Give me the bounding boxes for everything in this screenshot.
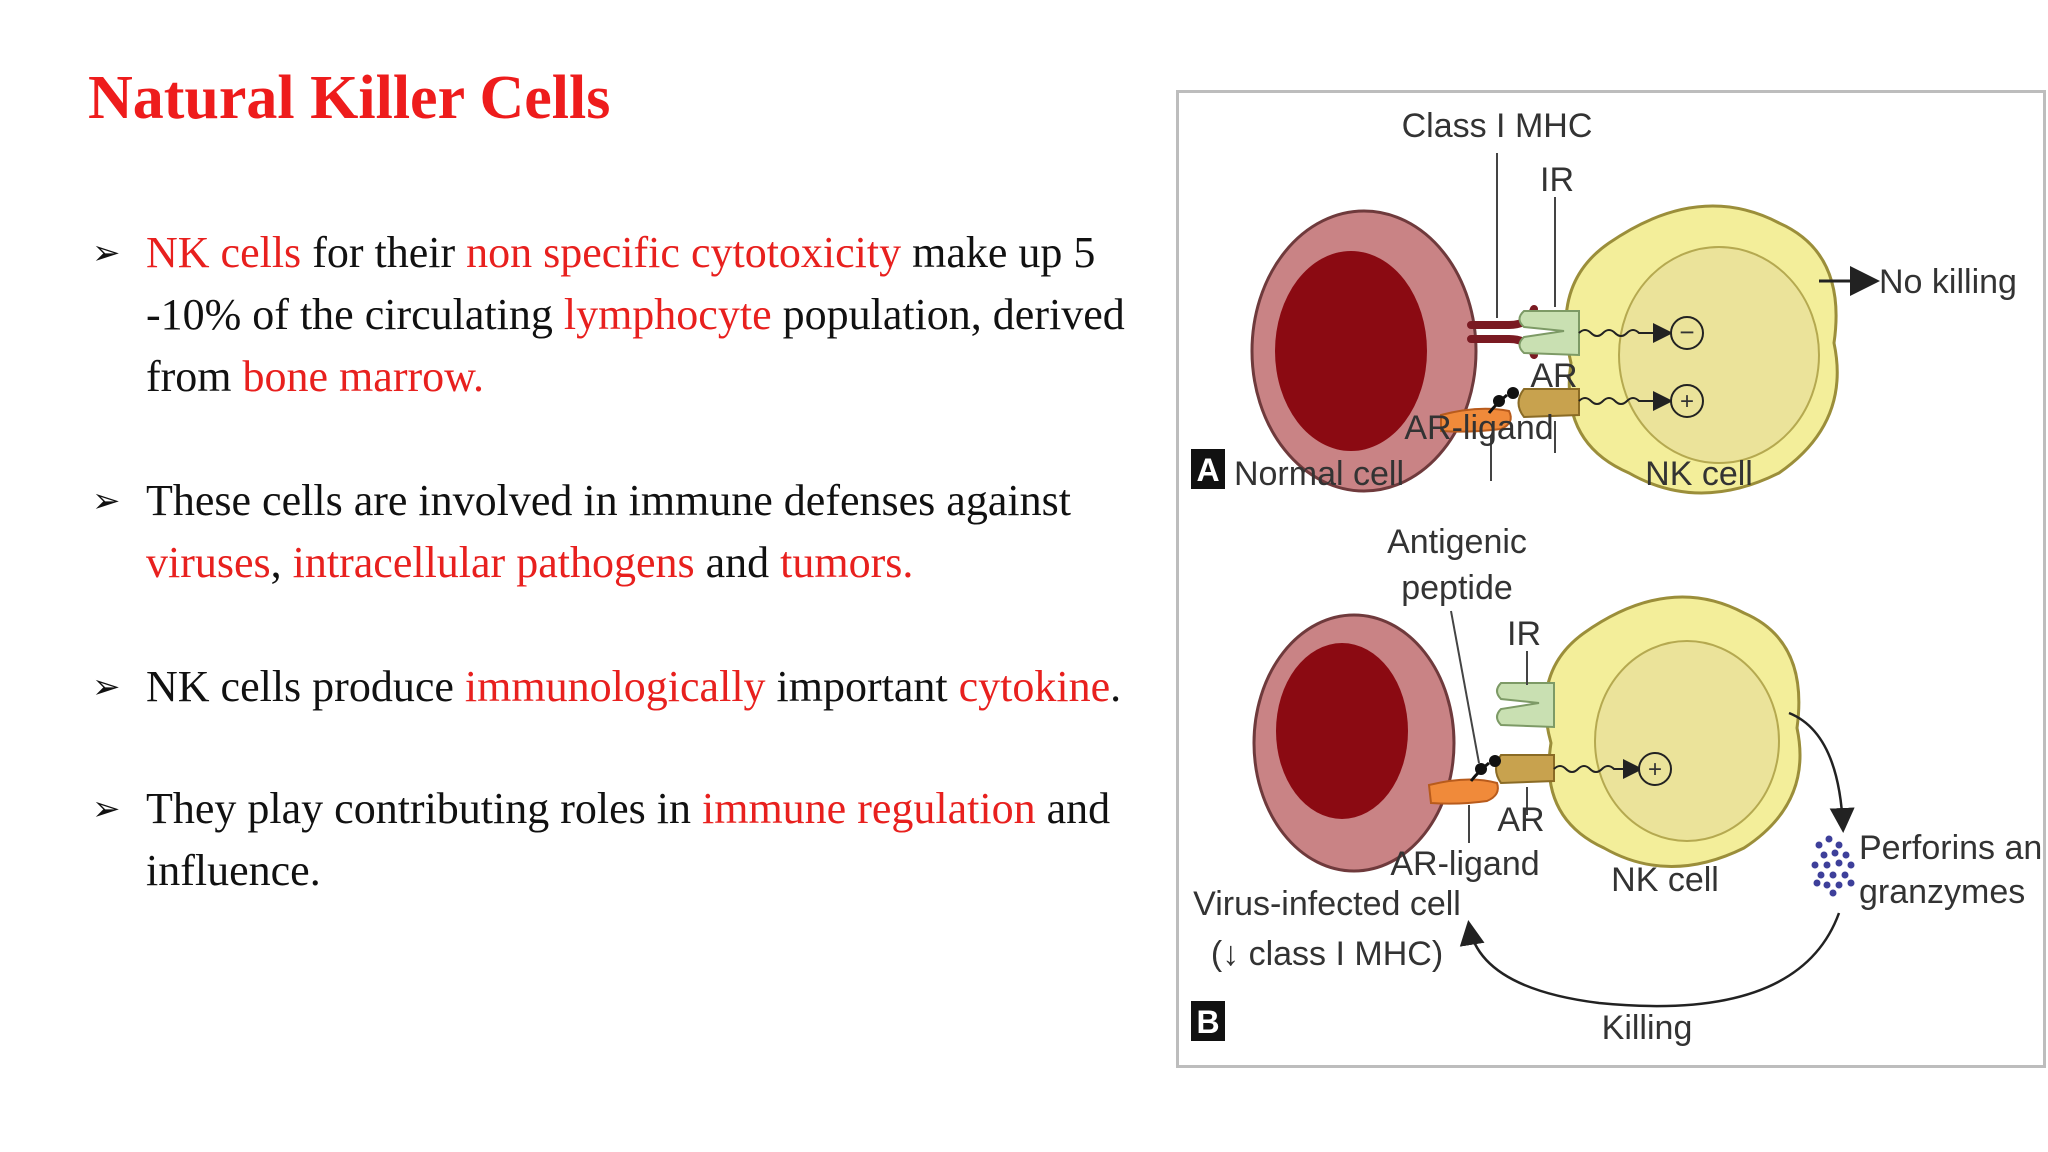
activating-signal bbox=[1578, 391, 1673, 411]
plus-circle-icon bbox=[1638, 752, 1672, 786]
ir-receptor bbox=[1518, 310, 1580, 357]
ar-receptor-b bbox=[1495, 754, 1555, 785]
highlighted-term: immune regulation bbox=[702, 784, 1036, 833]
nk-cell-nucleus bbox=[1618, 246, 1820, 464]
bullet-segment: make up 5 -10% of the circulating bbox=[146, 228, 1096, 339]
highlighted-term: NK cells bbox=[146, 228, 302, 277]
bullet-item: ➢ They play contributing roles in immune… bbox=[92, 778, 1172, 902]
ir-label: IR bbox=[1540, 161, 1574, 199]
bullet-item: ➢ These cells are involved in immune def… bbox=[92, 470, 1172, 594]
panel-a-badge bbox=[1191, 449, 1225, 489]
normal-cell-nucleus bbox=[1275, 251, 1427, 451]
bullet-arrow-icon: ➢ bbox=[92, 481, 121, 521]
bullet-segment: population, derived from bbox=[146, 290, 1125, 401]
bullet-text: NK cells for their non specific cytotoxi… bbox=[146, 228, 1125, 401]
plus-sign-b: + bbox=[1648, 756, 1662, 783]
highlighted-term: lymphocyte bbox=[563, 290, 772, 339]
bullet-segment: and bbox=[694, 538, 781, 587]
bullet-segment: . bbox=[1110, 662, 1122, 711]
highlighted-term: viruses bbox=[146, 538, 271, 587]
panel-b-badge bbox=[1191, 1001, 1225, 1041]
bullet-segment: NK cells produce bbox=[146, 662, 465, 711]
panel-b-letter: B bbox=[1196, 1004, 1219, 1040]
virus-infected-label-2: (↓ class I MHC) bbox=[1211, 935, 1443, 973]
killing-arrow-icon bbox=[1459, 912, 1841, 1008]
panel-a-letter: A bbox=[1196, 452, 1219, 488]
antigenic-label-1: Antigenic bbox=[1387, 523, 1527, 561]
bullet-arrow-icon: ➢ bbox=[92, 667, 121, 707]
highlighted-term: immunologically bbox=[464, 662, 766, 711]
bullet-segment: , bbox=[270, 538, 293, 587]
virus-infected-label-1: Virus-infected cell bbox=[1193, 885, 1461, 923]
activating-signal-b bbox=[1553, 759, 1643, 779]
ar-receptor bbox=[1517, 388, 1580, 419]
bullet-text: They play contributing roles in immune r… bbox=[146, 784, 1110, 895]
class-i-mhc-label: Class I MHC bbox=[1402, 107, 1593, 145]
bullet-text: NK cells produce immunologically importa… bbox=[146, 662, 1121, 711]
nk-cell-nucleus-b bbox=[1594, 640, 1780, 842]
ar-label: AR bbox=[1530, 357, 1577, 395]
highlighted-term: bone marrow. bbox=[242, 352, 485, 401]
inhibitory-signal bbox=[1578, 323, 1673, 343]
bullet-text: These cells are involved in immune defen… bbox=[146, 476, 1071, 587]
granules-icon bbox=[1811, 835, 1855, 897]
bullet-segment: important bbox=[765, 662, 959, 711]
no-killing-label: No killing bbox=[1879, 263, 2017, 301]
bullet-item: ➢ NK cells for their non specific cytoto… bbox=[92, 222, 1172, 408]
release-arrow-icon bbox=[1788, 711, 1855, 833]
ligand-bead bbox=[1489, 755, 1501, 767]
virus-infected-cell-nucleus bbox=[1276, 643, 1408, 819]
perforins-label-1: Perforins and bbox=[1859, 829, 2043, 867]
bullet-list: ➢ NK cells for their non specific cytoto… bbox=[92, 222, 1172, 964]
highlighted-term: cytokine bbox=[958, 662, 1111, 711]
bullet-arrow-icon: ➢ bbox=[92, 789, 121, 829]
ar-ligand-b bbox=[1427, 778, 1499, 805]
ligand-bead bbox=[1507, 387, 1519, 399]
ar-label-b: AR bbox=[1497, 801, 1544, 839]
panel-b: + Antigenic peptide IR AR bbox=[1191, 523, 2043, 1047]
ar-ligand bbox=[1440, 407, 1512, 433]
killing-label: Killing bbox=[1602, 1009, 1693, 1047]
antigenic-label-2: peptide bbox=[1401, 569, 1513, 607]
minus-circle-icon bbox=[1670, 316, 1704, 350]
minus-sign: − bbox=[1679, 317, 1694, 347]
highlighted-term: intracellular pathogens bbox=[292, 538, 695, 587]
bullet-item: ➢ NK cells produce immunologically impor… bbox=[92, 656, 1172, 718]
perforins-label-2: granzymes bbox=[1859, 873, 2025, 911]
nk-cell-mechanism-figure: − + Class I MHC IR No killing AR AR-liga… bbox=[1176, 90, 2046, 1068]
nk-cell-label-b: NK cell bbox=[1611, 861, 1719, 899]
ir-receptor-b bbox=[1496, 682, 1555, 729]
nk-cell-label-a: NK cell bbox=[1645, 455, 1753, 493]
highlighted-term: tumors. bbox=[780, 538, 914, 587]
bullet-segment: They play contributing roles in bbox=[146, 784, 702, 833]
normal-cell-label: Normal cell bbox=[1234, 455, 1404, 493]
bullet-segment: and influence. bbox=[146, 784, 1111, 895]
bullet-segment: for their bbox=[301, 228, 467, 277]
ar-ligand-label-b: AR-ligand bbox=[1390, 845, 1539, 883]
bullet-arrow-icon: ➢ bbox=[92, 233, 121, 273]
figure-svg: − + Class I MHC IR No killing AR AR-liga… bbox=[1191, 107, 2043, 1047]
plus-sign: + bbox=[1680, 388, 1694, 415]
bullet-segment: These cells are involved in immune defen… bbox=[146, 476, 1071, 525]
ir-label-b: IR bbox=[1507, 615, 1541, 653]
plus-circle-icon bbox=[1670, 384, 1704, 418]
highlighted-term: non specific cytotoxicity bbox=[466, 228, 902, 277]
ar-ligand-label: AR-ligand bbox=[1404, 409, 1553, 447]
slide-title: Natural Killer Cells bbox=[88, 64, 611, 132]
panel-a: − + Class I MHC IR No killing AR AR-liga… bbox=[1191, 107, 2017, 495]
